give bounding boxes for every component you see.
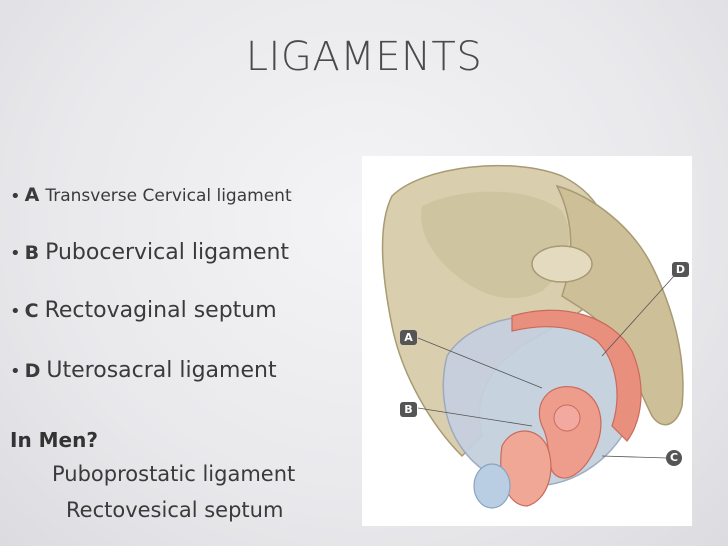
pelvis-illustration: A B C D — [362, 156, 692, 526]
bullet-marker: • — [10, 300, 21, 322]
bullet-text: Pubocervical ligament — [45, 240, 290, 265]
bullet-marker: • — [10, 242, 21, 264]
label-a: A — [400, 330, 417, 345]
pointer-line-c — [601, 455, 668, 459]
bullet-letter: D — [24, 360, 41, 382]
label-b: B — [400, 402, 417, 417]
men-item-puboprostatic: Puboprostatic ligament — [52, 462, 296, 486]
pointer-line-d — [601, 275, 675, 357]
bullet-letter: A — [24, 184, 40, 206]
slide-title: LIGAMENTS — [245, 34, 483, 80]
pubic-symphysis — [473, 463, 511, 509]
bullet-text: Uterosacral ligament — [46, 358, 277, 383]
sacrum-shape — [555, 184, 684, 426]
bullet-marker: • — [10, 185, 21, 207]
label-c: C — [666, 450, 682, 466]
bullet-letter: C — [24, 300, 39, 322]
ilium-fossa — [421, 191, 570, 299]
cervix-shape — [553, 404, 581, 432]
levator-muscle — [511, 309, 642, 442]
pointer-line-a — [417, 337, 543, 389]
men-heading: In Men? — [10, 428, 98, 452]
bullet-text: Rectovaginal septum — [44, 298, 277, 323]
label-d: D — [672, 262, 689, 277]
bullet-letter: B — [24, 242, 40, 264]
men-item-rectovesical: Rectovesical septum — [66, 498, 284, 522]
pelvis-drawing — [381, 164, 684, 509]
bullet-text: Transverse Cervical ligament — [45, 186, 292, 206]
pointer-line-b — [417, 407, 533, 427]
vertebra-shape — [531, 245, 593, 283]
bullet-marker: • — [10, 360, 21, 382]
